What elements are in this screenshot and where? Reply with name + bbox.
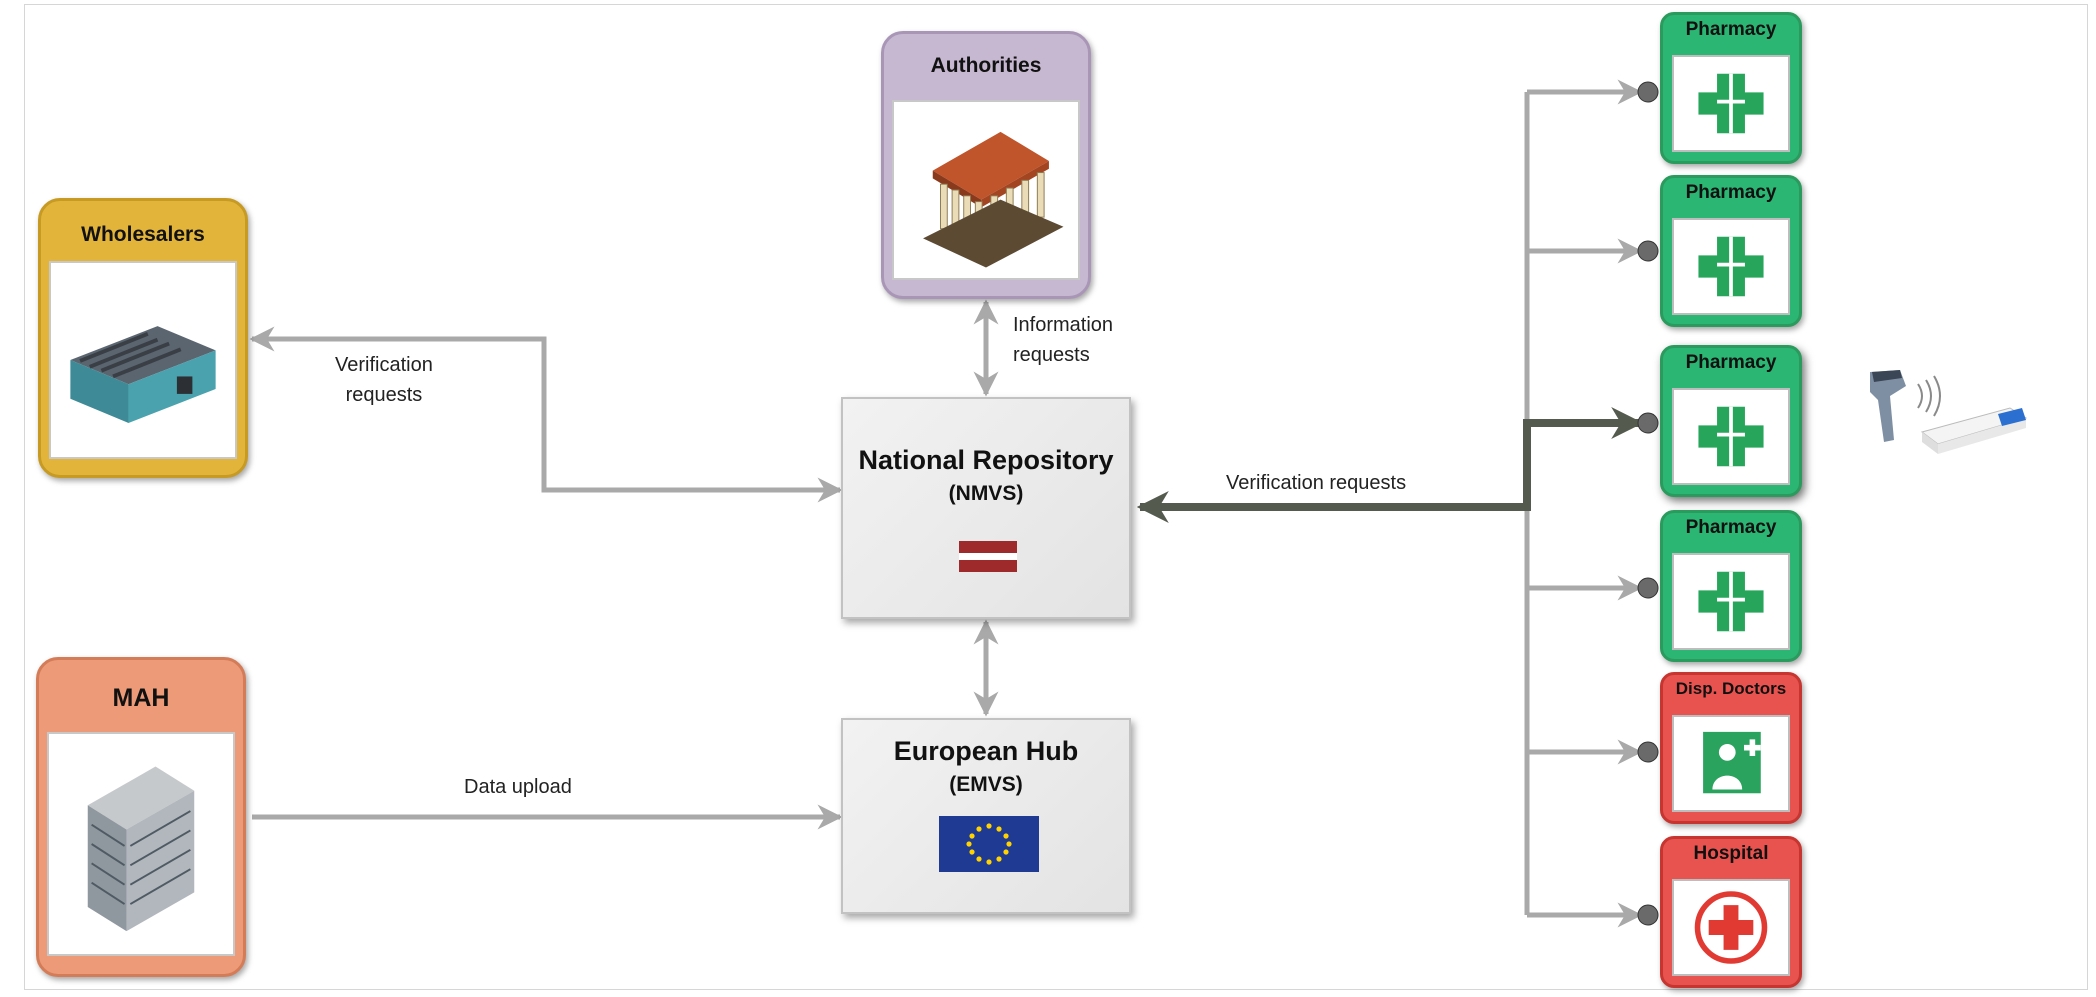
office-building-icon xyxy=(87,766,195,932)
wholesalers-card: Wholesalers xyxy=(38,198,248,478)
pharmacy-cross-icon xyxy=(1698,571,1764,632)
wholesalers-arrow xyxy=(249,326,843,503)
pharmacy-cross-icon xyxy=(1698,406,1764,467)
endpoint-pharmacy-2: Pharmacy xyxy=(1660,175,1802,327)
warehouse-icon xyxy=(70,326,216,423)
pharmacy-cross-icon xyxy=(1698,73,1764,134)
european-hub-title: European Hub xyxy=(893,736,1079,766)
barcode-scanner-icon xyxy=(1870,370,2028,454)
endpoint-hospital: Hospital xyxy=(1660,836,1802,988)
data-upload-label: Data upload xyxy=(464,776,572,798)
connector-balls xyxy=(1637,81,1659,926)
mah-image-frame xyxy=(47,732,235,956)
national-repository-box: National Repository (NMVS) xyxy=(841,397,1131,619)
endpoint-disp-doctors: Disp. Doctors xyxy=(1660,672,1802,824)
european-hub-subtitle: (EMVS) xyxy=(949,773,1023,796)
authorities-title: Authorities xyxy=(930,54,1042,77)
right-verification-label: Verification requests xyxy=(1226,472,1407,494)
wholesalers-verification-label: Verification requests xyxy=(335,354,433,406)
wholesalers-title: Wholesalers xyxy=(81,223,205,246)
eu-flag-icon xyxy=(939,816,1039,872)
wholesalers-image-frame xyxy=(49,261,237,459)
authorities-image-frame xyxy=(892,100,1080,280)
information-requests-label: Information requests xyxy=(1013,314,1114,366)
endpoint-pharmacy-1: Pharmacy xyxy=(1660,12,1802,164)
pharmacy-cross-icon xyxy=(1698,236,1764,297)
endpoint-pharmacy-4: Pharmacy xyxy=(1660,510,1802,662)
latvia-flag-icon xyxy=(959,541,1017,572)
diagram-frame xyxy=(24,4,2088,990)
doctor-icon xyxy=(1703,731,1761,794)
government-building-icon xyxy=(923,131,1064,268)
european-hub-box: European Hub (EMVS) xyxy=(841,718,1131,914)
endpoint-pharmacy-3: Pharmacy xyxy=(1660,345,1802,497)
highlighted-verification-arrow xyxy=(1136,407,1644,523)
national-repository-title: National Repository xyxy=(858,445,1114,475)
mah-title: MAH xyxy=(112,684,170,712)
authorities-card: Authorities xyxy=(881,31,1091,299)
mah-card: MAH xyxy=(36,657,246,977)
red-cross-icon xyxy=(1694,891,1768,964)
national-repository-subtitle: (NMVS) xyxy=(948,482,1024,505)
